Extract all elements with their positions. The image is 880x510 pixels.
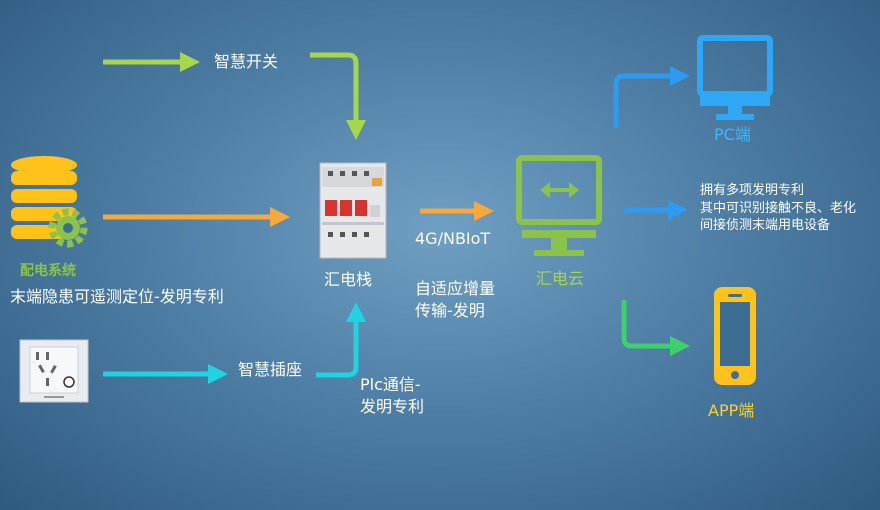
label-pc: PC端 xyxy=(714,125,751,144)
arrow-switch-to-stack xyxy=(310,52,366,140)
label-plc-line2: 发明专利 xyxy=(360,396,425,416)
label-adaptive-line1: 自适应增量 xyxy=(415,279,496,298)
label-smart-switch: 智慧开关 xyxy=(214,52,279,71)
label-patents-line1: 拥有多项发明专利 xyxy=(700,183,805,198)
label-plc-line1: Plc通信- xyxy=(360,375,421,394)
label-plc-communication: Plc通信- 发明专利 xyxy=(360,374,424,417)
label-patents-line2: 其中可识别接触不良、老化 xyxy=(700,200,857,216)
arrow-cloud-to-pc xyxy=(613,66,690,128)
label-patents-line3: 间接侦测末端用电设备 xyxy=(700,218,831,234)
arrow-cloud-to-app xyxy=(621,300,690,356)
label-network: 4G/NBIoT xyxy=(415,229,491,248)
label-app: APP端 xyxy=(708,401,755,420)
database-gear-icon xyxy=(11,156,88,248)
label-stack: 汇电栈 xyxy=(324,270,373,289)
label-smart-socket: 智慧插座 xyxy=(238,360,303,379)
label-patents: 拥有多项发明专利 其中可识别接触不良、老化 间接侦测末端用电设备 xyxy=(700,182,856,235)
label-cloud: 汇电云 xyxy=(536,269,585,288)
smartphone-icon xyxy=(714,287,756,385)
label-adaptive-line2: 传输-发明 xyxy=(415,300,485,320)
socket-icon xyxy=(19,339,89,403)
pc-monitor-icon xyxy=(697,35,773,120)
cloud-monitor-icon xyxy=(516,155,602,256)
label-distribution-system: 配电系统 xyxy=(20,263,76,279)
arrow-plc-to-stack xyxy=(316,302,366,378)
label-adaptive-transmission: 自适应增量 传输-发明 xyxy=(415,278,495,321)
label-fault-location: 末端隐患可遥测定位-发明专利 xyxy=(10,287,224,306)
circuit-breaker-icon xyxy=(319,162,387,259)
